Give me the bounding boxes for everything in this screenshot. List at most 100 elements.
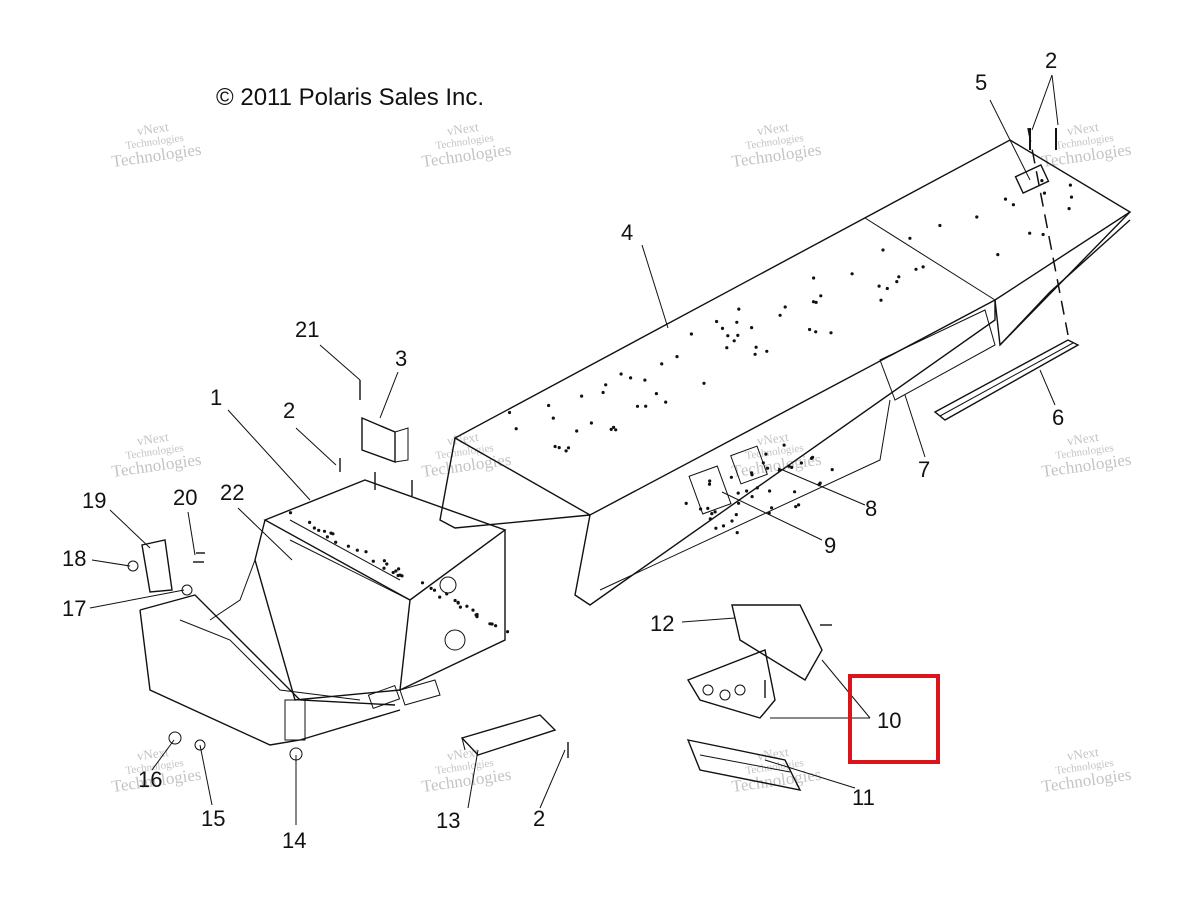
hole bbox=[471, 608, 475, 612]
hole bbox=[921, 265, 925, 269]
hole bbox=[699, 507, 703, 511]
callout-6: 6 bbox=[1052, 405, 1064, 430]
hole bbox=[308, 520, 312, 525]
hole bbox=[322, 529, 327, 533]
front-bulkhead bbox=[139, 479, 507, 746]
hole bbox=[325, 535, 329, 539]
hole bbox=[768, 489, 772, 493]
hole bbox=[729, 475, 734, 479]
hole bbox=[420, 581, 425, 585]
hole bbox=[453, 598, 457, 603]
hole bbox=[635, 404, 640, 408]
callout-22: 22 bbox=[220, 480, 244, 505]
watermark-text: vNext bbox=[756, 429, 790, 448]
hole bbox=[710, 511, 714, 516]
hole bbox=[790, 465, 794, 469]
hole bbox=[783, 305, 787, 309]
hole bbox=[829, 331, 833, 335]
watermark-text: vNext bbox=[1066, 429, 1100, 448]
callout-14: 14 bbox=[282, 828, 306, 853]
hole bbox=[765, 349, 769, 353]
hole bbox=[726, 334, 730, 338]
fasteners bbox=[127, 380, 832, 761]
watermark-text: vNext bbox=[756, 119, 790, 138]
hole bbox=[793, 490, 797, 494]
bracket-11 bbox=[686, 739, 802, 791]
hole bbox=[720, 326, 725, 330]
hole bbox=[707, 482, 712, 486]
hole bbox=[619, 372, 623, 376]
hole bbox=[750, 326, 754, 330]
hole bbox=[397, 567, 401, 571]
hole bbox=[1041, 232, 1045, 237]
hole bbox=[736, 491, 740, 495]
hole bbox=[432, 588, 437, 592]
hole bbox=[1069, 195, 1074, 199]
hole bbox=[799, 461, 804, 465]
hole bbox=[914, 267, 918, 271]
hole bbox=[684, 501, 688, 505]
callout-11: 11 bbox=[852, 785, 875, 810]
hole bbox=[382, 566, 386, 570]
hole bbox=[553, 444, 557, 449]
callout-17: 17 bbox=[62, 596, 86, 621]
hole bbox=[488, 622, 492, 626]
callout-7: 7 bbox=[918, 457, 930, 482]
hole bbox=[438, 595, 442, 599]
hole bbox=[897, 275, 901, 279]
callout-2-rear: 2 bbox=[1045, 48, 1057, 73]
hole bbox=[385, 562, 389, 566]
hole bbox=[736, 333, 740, 337]
callout-18: 18 bbox=[62, 546, 86, 571]
hole bbox=[877, 284, 881, 288]
hole bbox=[754, 345, 758, 349]
copyright-notice: © 2011 Polaris Sales Inc. bbox=[216, 84, 485, 111]
rear-bolt-lines bbox=[1014, 127, 1069, 336]
hole bbox=[1011, 203, 1016, 207]
hole bbox=[770, 506, 774, 510]
bracket-19 bbox=[141, 539, 173, 593]
hole bbox=[750, 471, 754, 475]
hole bbox=[885, 286, 889, 291]
hole bbox=[764, 452, 768, 456]
hole bbox=[601, 390, 605, 395]
highlight-box bbox=[848, 674, 940, 764]
watermark-text: vNext bbox=[136, 744, 170, 763]
bulkhead-holes bbox=[288, 511, 510, 634]
callout-20: 20 bbox=[173, 485, 197, 510]
hole bbox=[782, 443, 786, 447]
hole bbox=[996, 253, 1000, 257]
hole bbox=[797, 503, 801, 507]
hole bbox=[1042, 191, 1047, 195]
hole bbox=[664, 400, 668, 404]
callout-9: 9 bbox=[824, 533, 836, 558]
callout-21: 21 bbox=[295, 317, 319, 342]
hole bbox=[938, 223, 942, 228]
watermark-text: vNext bbox=[136, 429, 170, 448]
tunnel-holes bbox=[507, 179, 1074, 535]
rear-tunnel bbox=[439, 139, 1132, 606]
hole bbox=[506, 630, 510, 634]
hole bbox=[811, 300, 816, 304]
hole bbox=[612, 425, 616, 429]
hole bbox=[660, 362, 664, 366]
hole bbox=[715, 319, 719, 324]
hole bbox=[879, 298, 883, 302]
callout-4: 4 bbox=[621, 220, 633, 245]
hole bbox=[391, 570, 395, 575]
hole bbox=[514, 427, 518, 431]
hole bbox=[819, 294, 823, 298]
hole bbox=[735, 531, 739, 535]
hole bbox=[708, 517, 712, 521]
hole bbox=[812, 276, 816, 280]
hole bbox=[737, 501, 741, 505]
hole bbox=[908, 236, 912, 240]
hole bbox=[371, 559, 375, 563]
hole bbox=[629, 376, 633, 380]
